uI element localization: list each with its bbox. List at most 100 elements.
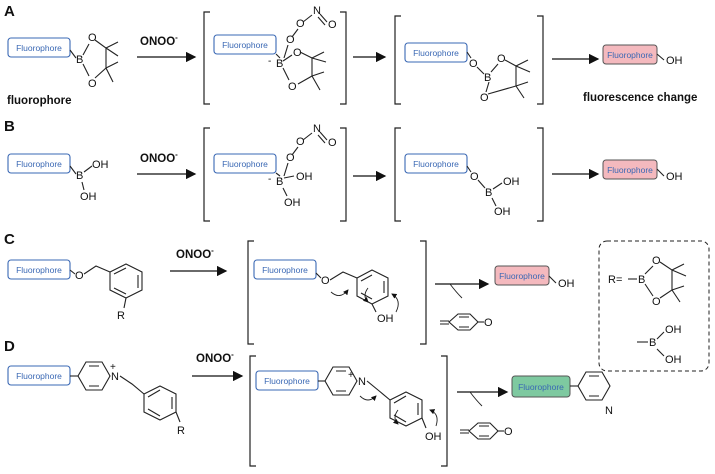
hydroxyl-group: OH — [284, 197, 301, 209]
reagent-peroxynitrite: ONOO- — [176, 246, 214, 261]
r-definition-label: R= — [608, 274, 622, 286]
fluorophore-box — [7, 153, 71, 174]
boron-atom: B — [485, 187, 492, 199]
bracket-left — [249, 355, 256, 467]
curly-arrow — [392, 409, 399, 425]
hydroxyl-group: OH — [665, 324, 682, 336]
panel-label-b: B — [4, 118, 15, 135]
pyridinium-ring — [324, 366, 358, 396]
reagent-peroxynitrite: ONOO- — [196, 350, 234, 365]
pyridine-ring — [577, 371, 611, 401]
bracket-left — [247, 240, 254, 345]
methylene-double-bond — [440, 320, 449, 325]
oxygen-atom: O — [652, 296, 661, 308]
oxygen-atom: O — [296, 136, 305, 148]
fluorophore-box — [404, 153, 468, 174]
fluorophore-box — [7, 37, 71, 58]
fluorophore-label: Fluorophore — [222, 40, 268, 50]
benzene-ring — [389, 391, 423, 427]
bracket-right — [537, 15, 544, 105]
fluorophore-box-fluorescent — [494, 265, 550, 286]
oxygen-atom: O — [497, 53, 506, 65]
panel-label-d: D — [4, 338, 15, 355]
oxygen-atom: O — [288, 81, 297, 93]
bracket-right — [537, 127, 544, 222]
negative-charge: - — [268, 174, 271, 185]
methylene-double-bond — [460, 429, 469, 434]
oxygen-atom: O — [286, 34, 295, 46]
fluorophore-box — [253, 259, 317, 280]
oxygen-atom: O — [480, 92, 489, 104]
positive-charge: + — [110, 362, 116, 373]
oxygen-atom: O — [293, 47, 302, 59]
bracket-right — [340, 11, 347, 105]
quinone-methide-ring — [448, 313, 479, 331]
curly-arrow — [391, 293, 399, 313]
r-substituent: R — [177, 425, 185, 437]
curly-arrow — [330, 289, 349, 296]
bracket-left — [394, 127, 401, 222]
positive-charge: + — [348, 370, 354, 381]
hydroxyl-group: OH — [558, 278, 575, 290]
bracket-right — [340, 127, 347, 222]
hydroxyl-group: OH — [425, 431, 442, 443]
caption-fluorescence-change: fluorescence change — [583, 92, 697, 104]
nitrogen-atom: N — [605, 405, 613, 417]
hydroxyl-group: OH — [296, 171, 313, 183]
fluorophore-box — [7, 259, 71, 280]
boron-atom: B — [649, 337, 656, 349]
panel-label-c: C — [4, 231, 15, 248]
nitrogen-atom: N — [313, 123, 321, 135]
pyridinium-ring — [77, 361, 111, 391]
benzene-ring — [356, 269, 389, 305]
fluorophore-box — [213, 34, 277, 55]
boron-atom: B — [76, 54, 83, 66]
fluorophore-label: Fluorophore — [607, 165, 653, 175]
nitrogen-atom: N — [111, 371, 119, 383]
fluorophore-label: Fluorophore — [607, 50, 653, 60]
oxygen-atom: O — [504, 426, 513, 438]
oxygen-atom: O — [75, 270, 84, 282]
oxygen-atom: O — [296, 18, 305, 30]
oxygen-atom: O — [328, 137, 337, 149]
boron-atom: B — [638, 274, 645, 286]
oxygen-atom: O — [652, 255, 661, 267]
oxygen-atom: O — [321, 275, 330, 287]
oxygen-atom: O — [469, 58, 478, 70]
hydroxyl-group: OH — [666, 55, 683, 67]
fluorophore-box — [213, 153, 277, 174]
fork-arrow — [449, 283, 463, 299]
caption-fluorophore: fluorophore — [7, 95, 72, 107]
hydroxyl-group: OH — [377, 313, 394, 325]
fluorophore-label: Fluorophore — [499, 271, 545, 281]
r-substituent: R — [117, 310, 125, 322]
curly-arrow — [362, 287, 369, 303]
negative-charge: - — [268, 56, 271, 67]
benzene-ring — [109, 263, 143, 299]
hydroxyl-group: OH — [503, 176, 520, 188]
fluorophore-label: Fluorophore — [16, 265, 62, 275]
boron-atom: B — [484, 72, 491, 84]
boron-atom: B — [76, 170, 83, 182]
curly-arrow — [429, 409, 438, 427]
oxygen-atom: O — [88, 78, 97, 90]
nitrogen-atom: N — [358, 376, 366, 388]
oxygen-atom: O — [328, 19, 337, 31]
fluorophore-label: Fluorophore — [16, 371, 62, 381]
fluorophore-label: Fluorophore — [222, 159, 268, 169]
hydroxyl-group: OH — [92, 159, 109, 171]
fluorophore-label: Fluorophore — [518, 382, 564, 392]
bracket-left — [203, 11, 210, 105]
nitrogen-atom: N — [313, 5, 321, 17]
fluorophore-label: Fluorophore — [413, 48, 459, 58]
fluorophore-label: Fluorophore — [16, 159, 62, 169]
oxygen-atom: O — [88, 32, 97, 44]
quinone-methide-ring — [468, 422, 499, 440]
boron-atom: B — [276, 58, 283, 70]
bracket-right — [441, 355, 448, 467]
panel-label-a: A — [4, 3, 15, 20]
bracket-left — [203, 127, 210, 222]
curly-arrow — [359, 395, 377, 402]
reagent-peroxynitrite: ONOO- — [140, 33, 178, 48]
